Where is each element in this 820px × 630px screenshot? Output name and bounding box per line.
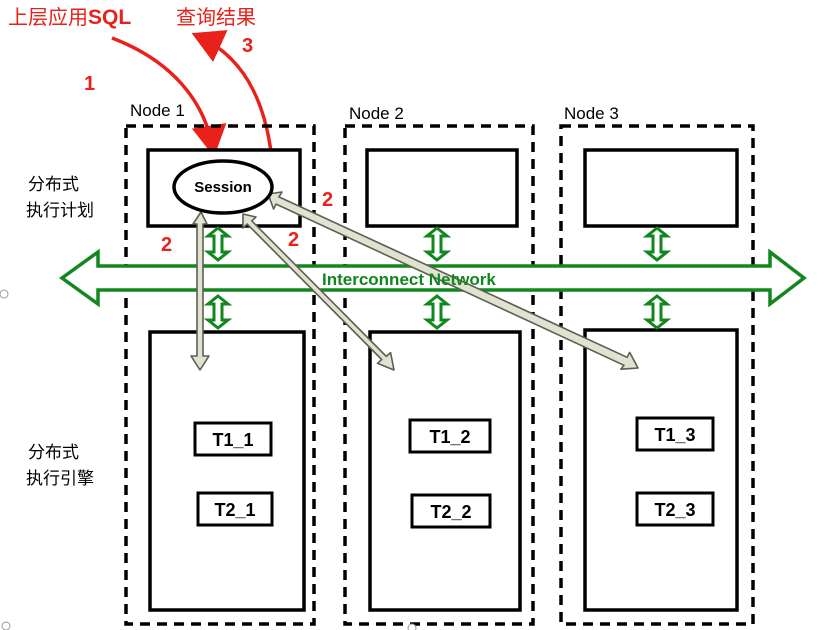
node-1-container xyxy=(124,124,316,626)
task-box-t2-3 xyxy=(635,491,715,527)
sql-prefix-label: 上层应用 xyxy=(8,5,88,29)
node-3-container xyxy=(559,124,755,626)
node-3-title: Node 3 xyxy=(564,104,619,123)
edge-handle-bottom-left xyxy=(1,621,11,630)
engine-label-line-2: 执行引擎 xyxy=(26,469,94,489)
step-3-label: 3 xyxy=(242,35,253,57)
task-box-t1-3 xyxy=(635,416,715,452)
plan-label-line-2: 执行计划 xyxy=(26,201,94,221)
task-box-t1-2 xyxy=(408,418,492,454)
task-box-t2-2 xyxy=(410,493,492,529)
dispatch-arrows xyxy=(190,191,639,371)
session-oval xyxy=(172,159,274,215)
task-label-t1-2: T1_2 xyxy=(429,427,470,447)
node-2-plan-box xyxy=(365,148,519,228)
step-2-label-middle: 2 xyxy=(288,229,299,251)
edge-handle-bottom-middle xyxy=(407,623,417,630)
interconnect-network-label: Interconnect Network xyxy=(322,270,496,289)
task-label-t1-3: T1_3 xyxy=(654,425,695,445)
engine-label-line-1: 分布式 xyxy=(28,443,79,463)
node-2-container xyxy=(343,124,535,626)
node-2-title: Node 2 xyxy=(349,104,404,123)
task-label-t2-1: T2_1 xyxy=(214,500,255,520)
sql-keyword-label: SQL xyxy=(88,6,131,29)
query-result-arrow xyxy=(191,30,274,161)
node-1-engine-box xyxy=(148,330,306,612)
task-label-t2-2: T2_2 xyxy=(430,502,471,522)
step-2-label-left: 2 xyxy=(161,234,172,256)
task-label-t1-1: T1_1 xyxy=(212,430,253,450)
query-result-label: 查询结果 xyxy=(176,5,256,29)
plan-label-line-1: 分布式 xyxy=(28,175,79,195)
step-2-label-right: 2 xyxy=(322,189,333,211)
edge-handle-left xyxy=(0,289,9,299)
node-1-title: Node 1 xyxy=(130,101,185,120)
step-1-label: 1 xyxy=(84,73,95,95)
node-2-engine-box xyxy=(368,330,522,612)
sql-request-arrow xyxy=(111,36,227,157)
interconnect-network-arrow xyxy=(59,248,807,308)
session-label: Session xyxy=(194,179,252,196)
connector-arrows xyxy=(203,226,672,330)
task-box-t2-1 xyxy=(196,491,274,527)
node-3-plan-box xyxy=(583,148,739,228)
node-3-engine-box xyxy=(583,328,739,612)
task-box-t1-1 xyxy=(193,421,273,457)
task-label-t2-3: T2_3 xyxy=(654,500,695,520)
